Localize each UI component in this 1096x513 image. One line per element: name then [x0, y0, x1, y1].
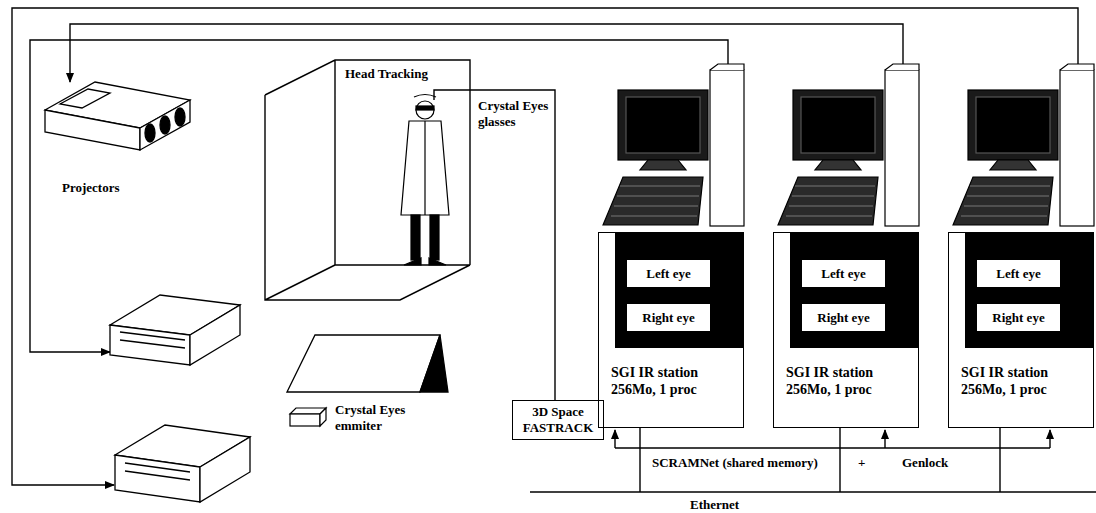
workstation-icon	[773, 64, 919, 428]
annotation-label: +	[858, 455, 865, 471]
workstation-icon	[948, 64, 1094, 428]
box-text: Left eye	[646, 266, 690, 282]
annotation-label: SCRAMNet (shared memory)	[652, 455, 818, 471]
box-text: Right eye	[992, 310, 1044, 326]
box-text: SGI IR station 256Mo, 1 proc	[961, 365, 1073, 399]
workstation-icon	[598, 64, 744, 428]
label-box: Left eye	[801, 259, 886, 288]
label-box: Right eye	[801, 303, 886, 332]
annotation-label: Projectors	[62, 180, 120, 196]
box-text: Left eye	[821, 266, 865, 282]
annotation-label: Ethernet	[690, 497, 739, 513]
label-box: 3D Space FASTRACK	[512, 400, 604, 440]
annotation-label: Head Tracking	[345, 66, 428, 82]
box-text: Right eye	[817, 310, 869, 326]
box-text: Left eye	[996, 266, 1040, 282]
annotation-label: Genlock	[902, 455, 948, 471]
box-text: SGI IR station 256Mo, 1 proc	[611, 365, 723, 399]
box-text: 3D Space FASTRACK	[513, 404, 603, 435]
workstation-box: SGI IR station 256Mo, 1 proc Left eyeRigh…	[773, 232, 919, 428]
workstation-box: SGI IR station 256Mo, 1 proc Left eyeRigh…	[948, 232, 1094, 428]
label-box: Left eye	[976, 259, 1061, 288]
box-text: Right eye	[642, 310, 694, 326]
box-text: SGI IR station 256Mo, 1 proc	[786, 365, 898, 399]
label-box: Right eye	[976, 303, 1061, 332]
annotation-label: Crystal Eyes glasses	[478, 98, 550, 129]
label-box: Right eye	[626, 303, 711, 332]
annotation-label: Crystal Eyes emmiter	[335, 402, 417, 433]
workstation-box: SGI IR station 256Mo, 1 proc Left eyeRigh…	[598, 232, 744, 428]
label-box: Left eye	[626, 259, 711, 288]
